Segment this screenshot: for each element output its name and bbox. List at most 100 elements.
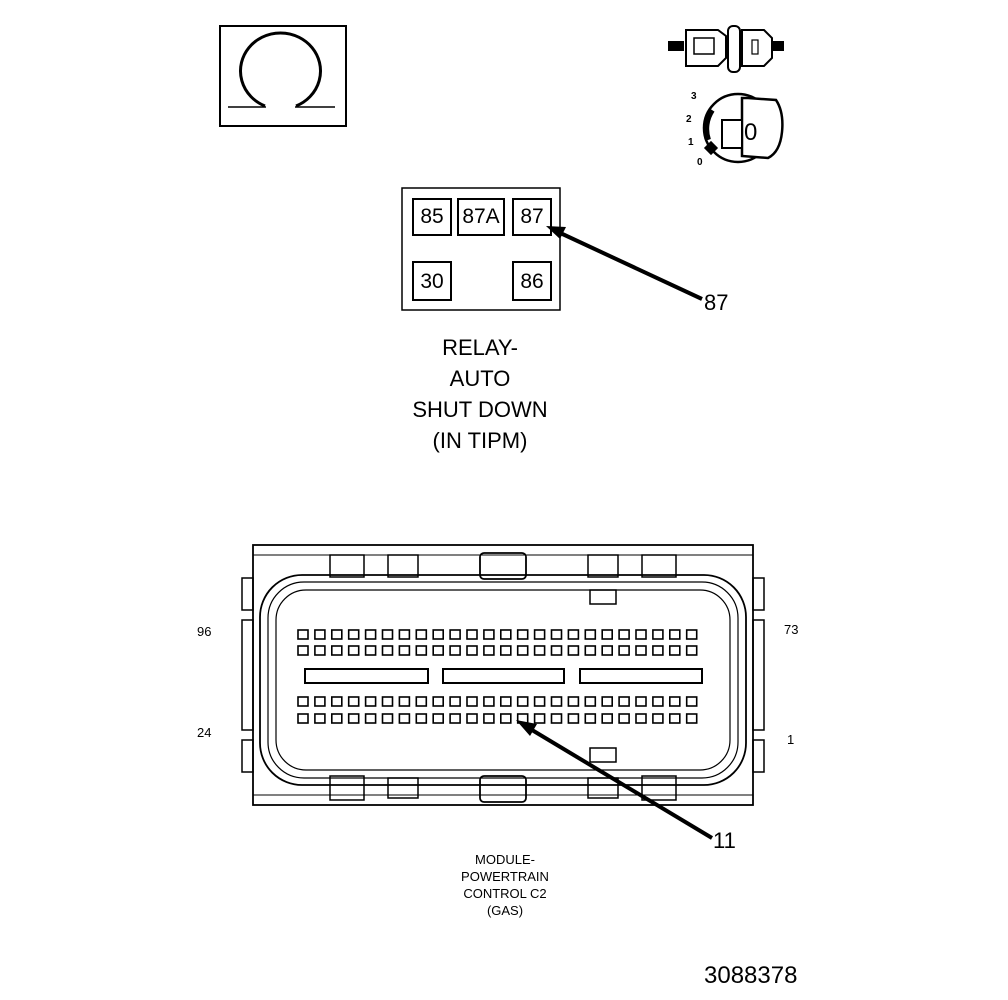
terminal-cavity [415, 713, 428, 724]
terminal-cavity [449, 713, 461, 724]
pcm-callout-label: 11 [713, 828, 736, 853]
terminal-cavity [398, 645, 411, 656]
pcm-callout-arrowhead [516, 720, 537, 736]
terminal-cavity [398, 713, 411, 724]
terminal-cavity [550, 713, 563, 724]
terminal-cavity [415, 696, 428, 707]
terminal-cavity [550, 645, 563, 656]
terminal-cavity [618, 696, 630, 707]
ignition-position-3: 3 [691, 91, 697, 102]
terminal-cavity [567, 696, 580, 707]
terminal-cavity [685, 713, 698, 724]
terminal-cavity [364, 696, 377, 707]
terminal-cavity [483, 645, 495, 656]
relay-pin-85-label: 85 [420, 205, 444, 228]
terminal-cavity [330, 713, 343, 724]
terminal-cavity [516, 629, 529, 640]
terminal-cavity [601, 645, 614, 656]
terminal-cavity [381, 645, 394, 656]
terminal-cavity [297, 696, 309, 707]
terminal-cavity [618, 629, 630, 640]
terminal-cavity [584, 713, 597, 724]
terminal-cavity [466, 696, 478, 707]
terminal-cavity [449, 645, 461, 656]
terminal-cavity [314, 713, 326, 724]
terminal-cavity [652, 696, 664, 707]
terminal-cavity [668, 645, 681, 656]
relay-pin-87a-label: 87A [462, 205, 500, 228]
terminal-cavity [668, 629, 681, 640]
relay-pin-86-label: 86 [520, 270, 544, 293]
pcm-caption-line-3: CONTROL C2 [463, 886, 547, 901]
terminal-cavity [415, 629, 428, 640]
terminal-cavity [398, 696, 411, 707]
terminal-cavity [347, 696, 360, 707]
ignition-position-2: 2 [686, 114, 692, 125]
terminal-cavity [584, 629, 597, 640]
pcm-pin-label-bottom-right: 1 [787, 732, 795, 747]
terminal-cavity [516, 645, 529, 656]
relay-caption-line-2: AUTO [449, 366, 511, 391]
terminal-cavity [533, 645, 546, 656]
terminal-cavity [381, 713, 394, 724]
terminal-cavity [398, 629, 411, 640]
pcm-pin-label-top-left: 96 [197, 624, 212, 639]
relay-callout-arrowhead [546, 226, 566, 239]
relay-pin-87a-box [457, 198, 505, 236]
terminal-cavity [364, 713, 377, 724]
terminal-cavity [567, 645, 580, 656]
relay-pin-30-box [412, 261, 452, 301]
terminal-cavity [314, 645, 326, 656]
ignition-key-label: 0 [744, 119, 758, 146]
terminal-cavity [601, 713, 614, 724]
relay-pin-86-box [512, 261, 552, 301]
terminal-cavity [584, 645, 597, 656]
terminal-cavity [601, 696, 614, 707]
terminal-cavity [466, 713, 478, 724]
terminal-cavity [567, 629, 580, 640]
pcm-caption-line-1: MODULE- [475, 852, 535, 867]
ignition-key-icon [702, 92, 784, 164]
relay-pin-30-label: 30 [420, 270, 444, 293]
terminal-cavity [601, 629, 614, 640]
terminal-cavity [533, 696, 546, 707]
pcm-terminal-cavities [297, 629, 698, 724]
pcm-caption-line-4: (GAS) [486, 903, 524, 918]
terminal-cavity [685, 645, 698, 656]
terminal-cavity [499, 713, 512, 724]
terminal-cavity [432, 713, 445, 724]
terminal-cavity [635, 629, 647, 640]
terminal-cavity [381, 696, 394, 707]
terminal-cavity [449, 696, 461, 707]
terminal-cavity [381, 629, 394, 640]
terminal-cavity [483, 629, 495, 640]
relay-pin-85-box [412, 198, 452, 236]
relay-caption-line-3: SHUT DOWN [412, 397, 548, 422]
terminal-cavity [297, 629, 309, 640]
relay-callout-label: 87 [704, 290, 729, 315]
terminal-cavity [330, 645, 343, 656]
pcm-pin-label-top-right: 73 [784, 622, 799, 637]
relay-pin-87-label: 87 [520, 205, 544, 228]
terminal-cavity [550, 696, 563, 707]
figure-id: 3088378 [704, 962, 798, 989]
terminal-cavity [685, 696, 698, 707]
pcm-callout-line [525, 725, 714, 840]
terminal-cavity [432, 696, 445, 707]
terminal-cavity [618, 645, 630, 656]
terminal-cavity [499, 629, 512, 640]
pcm-pin-label-bottom-left: 24 [197, 725, 212, 740]
terminal-cavity [516, 696, 529, 707]
terminal-cavity [652, 629, 664, 640]
terminal-cavity [364, 645, 377, 656]
pcm-caption: MODULE- POWERTRAIN CONTROL C2 (GAS) [430, 851, 580, 919]
connector-plug-icon [668, 25, 784, 73]
terminal-cavity [347, 713, 360, 724]
pcm-connector-diagram [241, 544, 765, 840]
terminal-cavity [652, 645, 664, 656]
terminal-cavity [499, 645, 512, 656]
terminal-cavity [449, 629, 461, 640]
terminal-cavity [432, 645, 445, 656]
relay-pin-87-box [512, 198, 552, 236]
